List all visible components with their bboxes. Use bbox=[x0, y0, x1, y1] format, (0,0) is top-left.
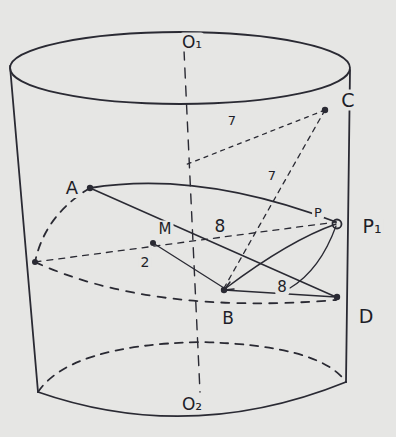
point-label: A bbox=[64, 178, 80, 198]
length-label: 7 bbox=[266, 168, 278, 183]
center-label: O₂ bbox=[180, 395, 204, 414]
bottom-front bbox=[38, 382, 346, 416]
point-left bbox=[32, 259, 38, 265]
top-base bbox=[10, 32, 350, 104]
point-label: P bbox=[312, 205, 324, 220]
arc-left bbox=[35, 188, 90, 262]
point-d bbox=[334, 294, 340, 300]
center-label: O₁ bbox=[180, 33, 204, 52]
bottom-back bbox=[38, 342, 346, 392]
length-label: 8 bbox=[213, 217, 228, 236]
point-label: D bbox=[357, 306, 376, 327]
arc-lower bbox=[35, 262, 336, 303]
point-b bbox=[221, 287, 227, 293]
segment-mb bbox=[153, 243, 224, 288]
point-label: C bbox=[339, 90, 356, 111]
point-label: M bbox=[157, 221, 174, 238]
point-c bbox=[322, 107, 328, 113]
point-m bbox=[150, 240, 156, 246]
length-label: 2 bbox=[139, 254, 152, 270]
point-label: B bbox=[220, 309, 236, 328]
segment-ad bbox=[90, 188, 336, 297]
length-label: 8 bbox=[275, 279, 289, 296]
length-label: 7 bbox=[226, 113, 238, 128]
segment-cb bbox=[224, 110, 325, 288]
right-side bbox=[346, 70, 350, 382]
axis bbox=[184, 50, 200, 392]
diameter bbox=[35, 222, 336, 262]
curve-pd bbox=[290, 226, 336, 288]
point-a bbox=[87, 185, 93, 191]
point-p bbox=[333, 220, 342, 229]
left-side bbox=[10, 66, 38, 392]
segment-c bbox=[185, 110, 325, 165]
point-label: P₁ bbox=[360, 216, 383, 237]
